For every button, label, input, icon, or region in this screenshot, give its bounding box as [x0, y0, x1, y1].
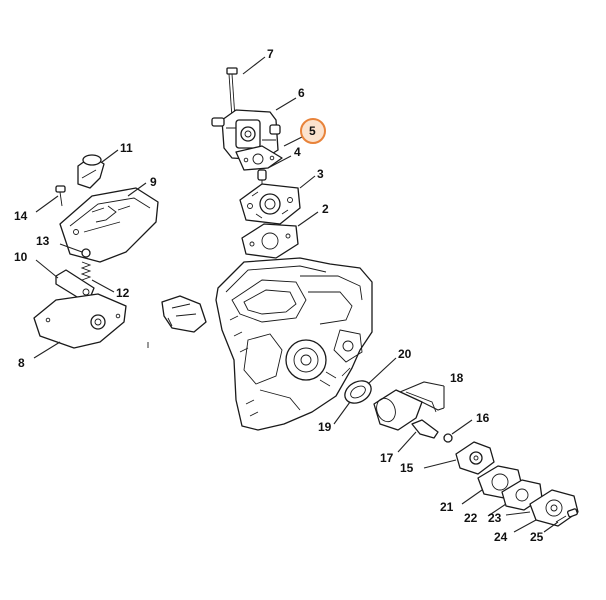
screw-part-25[interactable]: [555, 508, 578, 523]
callout-6[interactable]: 6: [275, 86, 305, 111]
callout-label-25: 25: [530, 530, 544, 544]
callout-label-2: 2: [322, 202, 329, 216]
bracket-unlabeled: [147, 295, 207, 348]
intake-flange-part-3[interactable]: [239, 183, 301, 225]
callout-2[interactable]: 2: [297, 202, 329, 227]
callout-label-18: 18: [450, 371, 464, 385]
callout-label-9: 9: [150, 175, 157, 189]
crankcase-housing: [215, 257, 373, 431]
callout-11[interactable]: 11: [101, 141, 133, 163]
callout-24[interactable]: 24: [494, 519, 537, 544]
ball-part-13[interactable]: [81, 248, 91, 258]
callout-label-5: 5: [309, 124, 316, 138]
callout-label-21: 21: [440, 500, 454, 514]
callout-label-10: 10: [14, 250, 28, 264]
shaft-part-17[interactable]: [411, 419, 439, 439]
gasket-part-20[interactable]: [341, 376, 375, 407]
elbow-fitting-part-11[interactable]: [77, 154, 105, 189]
gasket-part-2[interactable]: [241, 223, 299, 259]
highlight-marker: [300, 118, 326, 144]
callout-label-11: 11: [120, 141, 133, 155]
callout-22[interactable]: 22: [464, 503, 507, 525]
callout-17[interactable]: 17: [380, 431, 417, 465]
base-plate-part-8[interactable]: [33, 293, 127, 349]
callout-8[interactable]: 8: [18, 341, 61, 370]
callout-19[interactable]: 19: [318, 401, 351, 434]
callout-label-15: 15: [400, 461, 414, 475]
callout-label-24: 24: [494, 530, 508, 544]
callout-5[interactable]: 5: [283, 118, 326, 147]
gasket-part-5[interactable]: [235, 145, 283, 171]
callout-label-12: 12: [116, 286, 130, 300]
cover-plate-part-9[interactable]: [59, 187, 159, 263]
callout-16[interactable]: 16: [451, 411, 490, 435]
callout-13[interactable]: 13: [36, 234, 83, 253]
callout-label-4: 4: [294, 145, 301, 159]
callout-4[interactable]: 4: [267, 145, 301, 169]
callout-15[interactable]: 15: [400, 459, 457, 475]
callout-14[interactable]: 14: [14, 195, 59, 223]
callout-12[interactable]: 12: [91, 279, 130, 300]
callouts-layer: 7 6 5 4 3 2 11 9: [14, 47, 559, 544]
callout-label-14: 14: [14, 209, 28, 223]
spring-part-12[interactable]: [80, 261, 92, 281]
callout-18[interactable]: 18: [399, 371, 464, 411]
callout-9[interactable]: 9: [127, 175, 157, 197]
callout-label-7: 7: [267, 47, 274, 61]
callout-21[interactable]: 21: [440, 489, 483, 514]
callout-label-23: 23: [488, 511, 502, 525]
callout-label-13: 13: [36, 234, 50, 248]
callout-label-20: 20: [398, 347, 412, 361]
callout-label-8: 8: [18, 356, 25, 370]
callout-label-19: 19: [318, 420, 332, 434]
callout-label-3: 3: [317, 167, 324, 181]
callout-label-22: 22: [464, 511, 478, 525]
callout-10[interactable]: 10: [14, 250, 59, 279]
callout-label-6: 6: [298, 86, 305, 100]
seal-part-16[interactable]: [443, 433, 453, 443]
callout-3[interactable]: 3: [299, 167, 324, 189]
callout-25[interactable]: 25: [530, 521, 559, 544]
callout-label-16: 16: [476, 411, 490, 425]
pulley-part-15[interactable]: [455, 441, 495, 475]
callout-20[interactable]: 20: [367, 347, 412, 385]
screw-part-14[interactable]: [55, 185, 66, 207]
callout-label-17: 17: [380, 451, 394, 465]
callout-23[interactable]: 23: [488, 511, 531, 525]
callout-7[interactable]: 7: [242, 47, 274, 75]
